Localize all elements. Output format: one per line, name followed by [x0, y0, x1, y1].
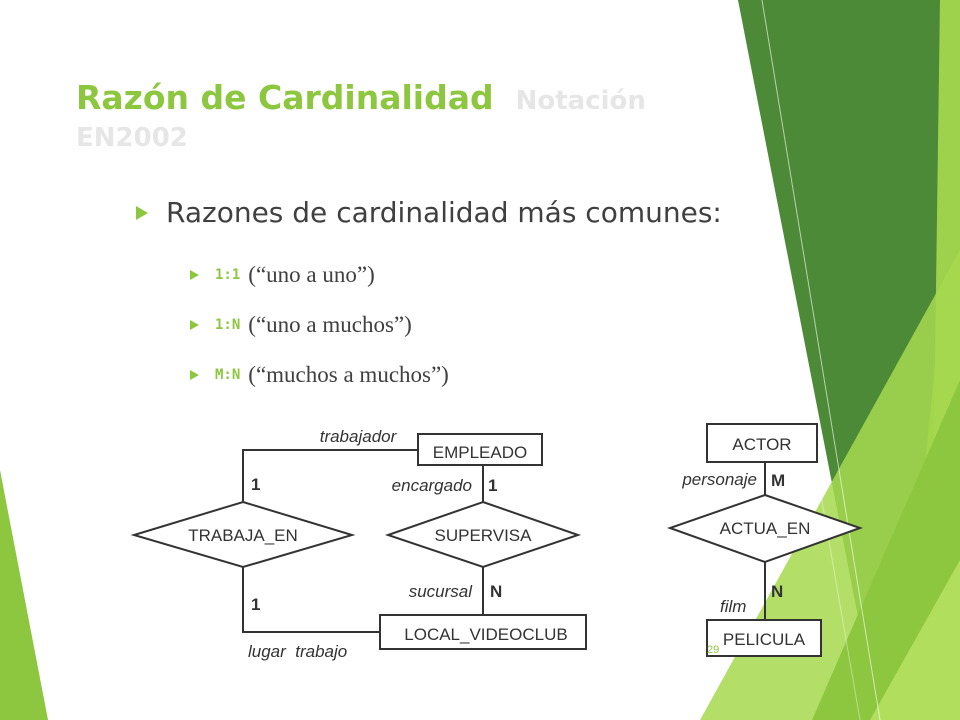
relationship-trabaja-en: [130, 500, 356, 569]
entity-label-pelicula: PELICULA: [723, 630, 806, 649]
cardinality-actua-en-bottom: N: [771, 582, 783, 601]
main-bullet: Razones de cardinalidad más comunes:: [136, 196, 722, 229]
cardinality-code: M:N: [215, 367, 241, 383]
cardinality-phrase: (“uno a muchos”): [248, 312, 412, 337]
bullet-arrow-icon: [190, 270, 199, 280]
bullet-arrow-icon: [190, 370, 199, 380]
relationship-actua-en: [666, 493, 864, 564]
role-label-personaje: personaje: [681, 470, 757, 489]
cardinality-code: 1:N: [215, 317, 241, 333]
connector-trabaja-en-local: [242, 567, 380, 633]
cardinality-supervisa-top: 1: [488, 476, 497, 495]
entity-empleado: [417, 433, 543, 466]
bullet-arrow-icon: [190, 320, 199, 330]
relationship-supervisa: [384, 500, 582, 569]
cardinality-phrase: (“muchos a muchos”): [248, 362, 449, 387]
connector-empleado-trabaja-en: [242, 449, 418, 502]
cardinality-code: 1:1: [215, 267, 241, 283]
page-number: 29: [707, 644, 720, 656]
relationship-label-trabaja-en: TRABAJA_EN: [188, 526, 298, 545]
relationship-label-supervisa: SUPERVISA: [434, 526, 532, 545]
bullet-arrow-icon: [136, 205, 148, 220]
entity-label-actor: ACTOR: [732, 435, 791, 454]
entity-actor: [706, 423, 818, 463]
relationship-label-actua-en: ACTUA_EN: [720, 519, 811, 538]
role-label-sucursal: sucursal: [409, 582, 474, 601]
entity-label-empleado: EMPLEADO: [433, 443, 527, 462]
role-label-film: film: [720, 597, 746, 616]
cardinality-actua-en-top: M: [771, 471, 785, 490]
role-label-encargado: encargado: [392, 476, 472, 495]
title-notation: Notación EN2002: [76, 86, 646, 153]
role-label-lugar-trabajo: lugar trabajo: [248, 642, 347, 661]
title-main: Razón de Cardinalidad: [76, 78, 494, 117]
entity-pelicula: [706, 619, 822, 657]
cardinality-phrase: (“uno a uno”): [248, 262, 375, 287]
entity-label-local-videoclub: LOCAL_VIDEOCLUB: [404, 625, 567, 644]
sub-bullet-1-1: 1:1 (“uno a uno”): [190, 262, 375, 288]
cardinality-trabaja-en-top: 1: [251, 475, 260, 494]
cardinality-trabaja-en-bottom: 1: [251, 595, 260, 614]
main-bullet-text: Razones de cardinalidad más comunes:: [166, 196, 722, 229]
entity-local-videoclub: [379, 614, 587, 650]
sub-bullet-m-n: M:N (“muchos a muchos”): [190, 362, 449, 388]
sub-bullet-1-n: 1:N (“uno a muchos”): [190, 312, 412, 338]
role-label-trabajador: trabajador: [320, 427, 398, 446]
cardinality-supervisa-bottom: N: [490, 582, 502, 601]
